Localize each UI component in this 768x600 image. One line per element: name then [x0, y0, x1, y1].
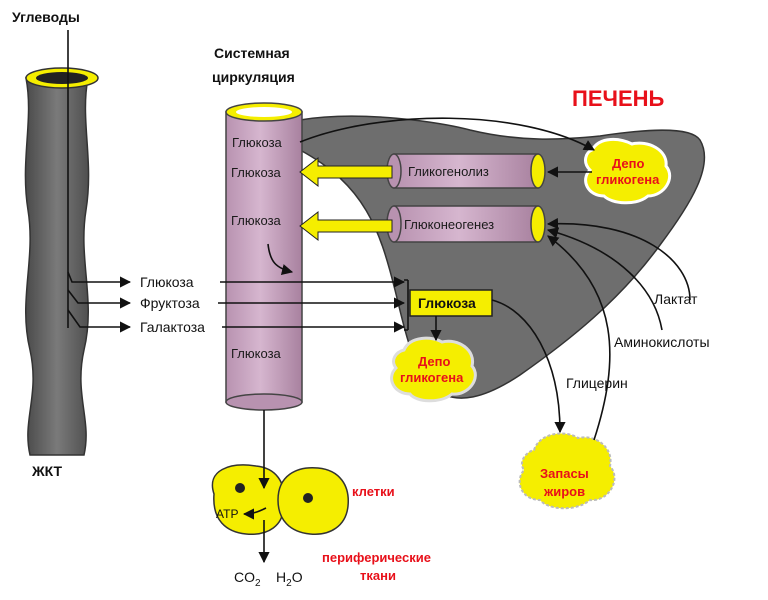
- label-depot-top-1: Депо: [612, 156, 645, 171]
- gluconeogenesis-opening: [530, 205, 546, 243]
- systemic-circulation-tube: [225, 111, 303, 403]
- label-depot-bottom-2: гликогена: [400, 370, 464, 385]
- glycogen-depot-bottom: [390, 336, 477, 403]
- glycogenolysis-opening: [530, 153, 546, 189]
- label-galactose-in: Галактоза: [140, 319, 205, 335]
- label-peripheral-1: периферические: [322, 550, 431, 565]
- label-h2o: H2O: [276, 569, 303, 589]
- label-depot-top-2: гликогена: [596, 172, 660, 187]
- label-lactate: Лактат: [654, 291, 698, 307]
- label-cells: клетки: [352, 484, 395, 499]
- label-carbohydrates: Углеводы: [12, 9, 80, 25]
- liver-glucose-box: [409, 289, 493, 317]
- label-co2: CO2: [234, 569, 261, 589]
- fat-stores: [518, 432, 616, 510]
- yellow-arrow-glycogenolysis: [299, 156, 393, 188]
- label-peripheral-2: ткани: [360, 568, 396, 583]
- label-systemic-line1: Системная: [214, 45, 290, 61]
- label-glucose-tube-1: Глюкоза: [232, 135, 283, 150]
- label-gi-tract: ЖКТ: [31, 463, 63, 479]
- cell-left: [211, 464, 285, 535]
- label-fructose-in: Фруктоза: [140, 295, 200, 311]
- glycogenolysis-tube: [393, 153, 539, 189]
- label-liver-glucose: Глюкоза: [418, 295, 476, 311]
- cell-right: [277, 467, 349, 535]
- label-gluconeogenesis: Глюконеогенез: [404, 217, 494, 232]
- label-amino-acids: Аминокислоты: [614, 334, 710, 350]
- label-fat-1: Запасы: [540, 466, 589, 481]
- label-depot-bottom-1: Депо: [418, 354, 451, 369]
- label-glucose-in: Глюкоза: [140, 274, 194, 290]
- label-fat-2: жиров: [543, 484, 585, 499]
- label-glucose-tube-2: Глюкоза: [231, 165, 282, 180]
- glycogen-depot-top: [584, 138, 672, 205]
- label-glycerol: Глицерин: [566, 375, 628, 391]
- label-atp: ATP: [216, 507, 238, 521]
- label-glucose-tube-4: Глюкоза: [231, 346, 282, 361]
- yellow-arrow-gluconeogenesis: [299, 210, 393, 242]
- label-glucose-tube-3: Глюкоза: [231, 213, 282, 228]
- label-systemic-line2: циркуляция: [212, 69, 295, 85]
- gi-tract-tube: [24, 77, 90, 456]
- label-glycogenolysis: Гликогенолиз: [408, 164, 489, 179]
- label-liver: ПЕЧЕНЬ: [572, 86, 665, 111]
